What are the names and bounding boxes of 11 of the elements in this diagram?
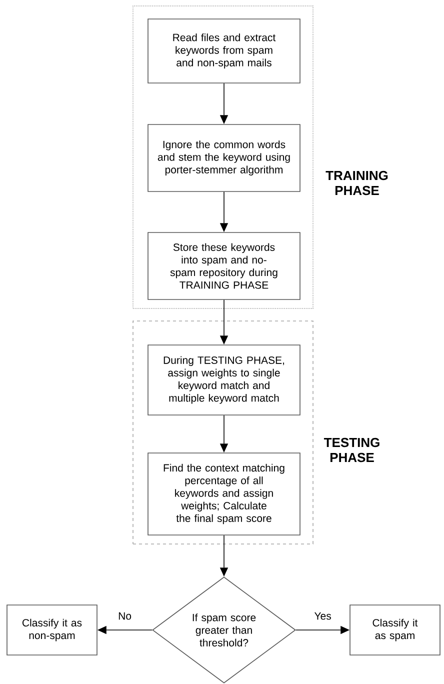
process-box: Ignore the common words and stem the keyword using porter-stemmer algorithm <box>148 124 300 192</box>
process-box: Read files and extract keywords from spam and non-spam mails <box>148 18 300 84</box>
edge-label: Yes <box>314 612 331 620</box>
phase-label: TESTING PHASE <box>324 438 380 462</box>
process-box: Find the context matching percentage of all keywords and assign weights; Calculate the final spam score <box>148 452 300 536</box>
process-box: Classify it as spam <box>350 604 440 656</box>
process-box: Classify it as non-spam <box>6 604 98 656</box>
process-box: Store these keywords into spam and no-spam repository during TRAINING PHASE <box>148 232 300 300</box>
process-box: During TESTING PHASE, assign weights to single keyword match and multiple keyword match <box>148 344 300 416</box>
phase-label: TRAINING PHASE <box>326 170 388 196</box>
edge-label: No <box>118 612 132 620</box>
